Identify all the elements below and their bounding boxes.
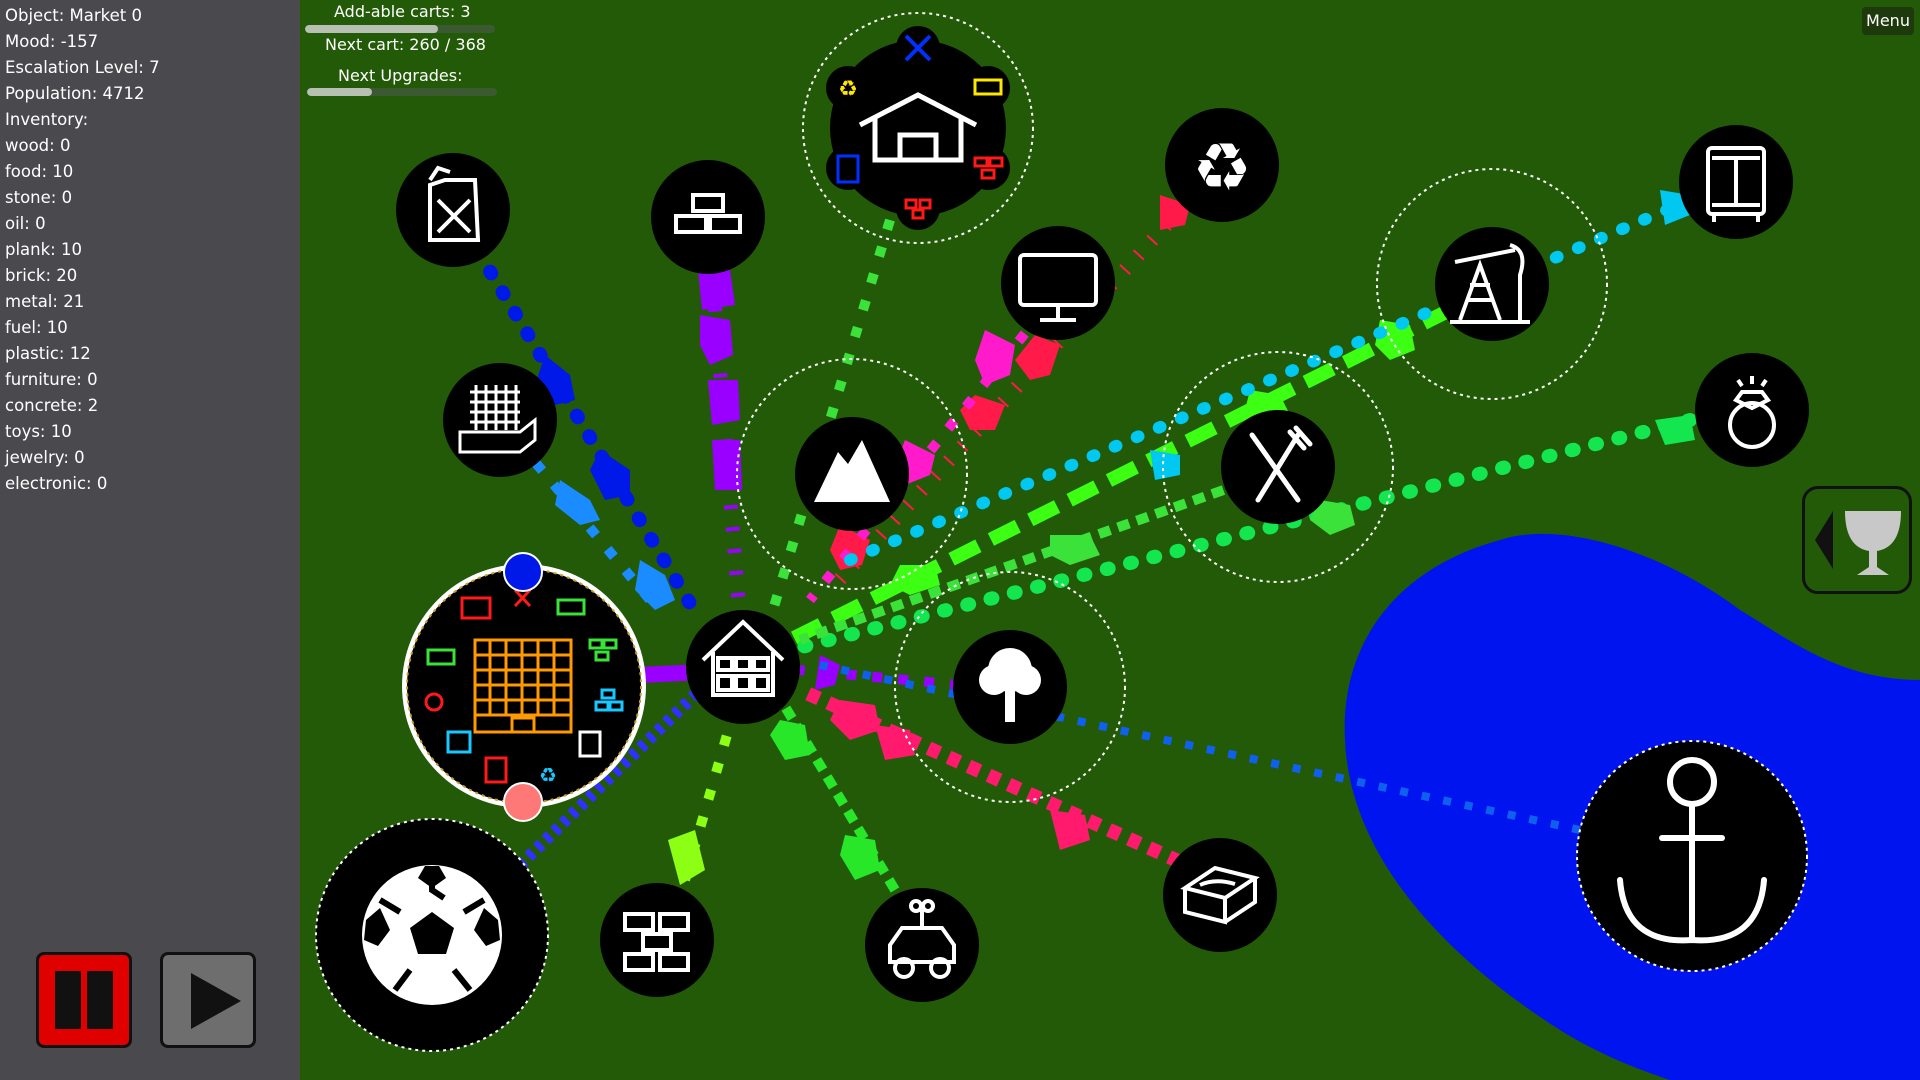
inventory-item: toys: 10 xyxy=(5,422,72,441)
next-cart-label: Next cart: 260 / 368 xyxy=(325,35,486,54)
pause-icon-bar xyxy=(87,971,113,1029)
addable-carts-bar xyxy=(305,25,495,33)
inventory-item: brick: 20 xyxy=(5,266,78,285)
population-label: Population: 4712 xyxy=(5,84,145,103)
soccer-ball-node[interactable] xyxy=(315,818,549,1052)
addable-carts-label: Add-able carts: 3 xyxy=(334,2,471,21)
anchor-node-icon xyxy=(1617,757,1767,944)
inventory-item: stone: 0 xyxy=(5,188,73,207)
inventory-item: plank: 10 xyxy=(5,240,82,259)
jerrycan-node-icon xyxy=(428,165,481,242)
market-barn-node-icon xyxy=(701,619,785,697)
monitor-node-icon xyxy=(1018,253,1098,322)
factory-node-icon xyxy=(473,638,573,734)
concrete-grid-node-icon xyxy=(458,385,537,454)
market-barn-node[interactable] xyxy=(686,610,800,724)
range-circles xyxy=(736,12,1608,803)
house-node-icon xyxy=(858,92,978,163)
play-button[interactable] xyxy=(160,952,256,1048)
ring-small-icon xyxy=(424,692,444,712)
inventory-item: concrete: 2 xyxy=(5,396,99,415)
oil-pump-node-icon xyxy=(1450,243,1530,324)
jerrycan-small-icon xyxy=(836,154,860,184)
next-upgrades-bar-fill xyxy=(307,88,372,96)
object-label: Object: Market 0 xyxy=(5,6,143,25)
pause-icon xyxy=(55,971,81,1029)
toy-car-small-icon xyxy=(426,648,456,666)
toy-car-node-icon xyxy=(888,899,956,979)
red-cart-token[interactable] xyxy=(503,782,543,822)
concrete-grid-node[interactable] xyxy=(443,363,557,477)
inventory-item: metal: 21 xyxy=(5,292,85,311)
bricks-node-icon xyxy=(623,912,690,972)
inventory-item: furniture: 0 xyxy=(5,370,98,389)
trophy-button[interactable] xyxy=(1802,486,1912,594)
jerrycan-node[interactable] xyxy=(396,153,510,267)
jerrycan-small-icon xyxy=(513,588,532,608)
inventory-item: oil: 0 xyxy=(5,214,46,233)
pause-button[interactable] xyxy=(36,952,132,1048)
jerrycan-small-icon xyxy=(578,730,602,758)
inventory-item: wood: 0 xyxy=(5,136,71,155)
next-upgrades-label: Next Upgrades: xyxy=(338,66,463,85)
bricks-small-icon xyxy=(588,638,618,662)
monitor-small-icon xyxy=(460,596,492,620)
ring-node[interactable] xyxy=(1695,353,1809,467)
inventory-item: jewelry: 0 xyxy=(5,448,85,467)
recycle-small-icon: ♻ xyxy=(838,77,858,102)
escalation-label: Escalation Level: 7 xyxy=(5,58,160,77)
plank-small-icon xyxy=(556,598,586,616)
recycle-node-icon: ♻ xyxy=(1192,129,1251,206)
plank-small-icon xyxy=(973,78,1003,96)
factory-node[interactable]: ♻ xyxy=(402,552,646,822)
concrete-small-icon xyxy=(446,730,472,754)
tree-node-icon xyxy=(979,648,1041,722)
next-upgrades-bar xyxy=(307,88,497,96)
game-map[interactable]: ♻ ♻ xyxy=(300,0,1920,1080)
bricks-small-icon xyxy=(973,156,1004,180)
soccer-ball-node-icon xyxy=(362,865,502,1005)
mountain-node[interactable] xyxy=(795,417,909,531)
toy-car-node[interactable] xyxy=(865,888,979,1002)
inventory-heading: Inventory: xyxy=(5,110,89,129)
inventory-item: electronic: 0 xyxy=(5,474,108,493)
bricks-node[interactable] xyxy=(600,883,714,997)
fork-knife-node-icon xyxy=(1249,425,1313,503)
tools-icon xyxy=(904,34,932,62)
house-node[interactable]: ♻ xyxy=(826,26,1010,230)
wardrobe-small-icon xyxy=(484,756,508,784)
metal-ingots-node[interactable] xyxy=(651,160,765,274)
bricks-small-icon xyxy=(904,198,932,220)
inventory-item: food: 10 xyxy=(5,162,74,181)
monitor-node[interactable] xyxy=(1001,226,1115,340)
tree-node[interactable] xyxy=(953,630,1067,744)
trophy-icon xyxy=(1815,511,1901,575)
trade-routes xyxy=(446,190,1697,893)
oil-pump-node[interactable] xyxy=(1435,227,1549,341)
mountain-node-icon xyxy=(814,440,890,502)
recycle-node[interactable]: ♻ xyxy=(1165,108,1279,222)
fork-knife-node[interactable] xyxy=(1221,410,1335,524)
play-icon xyxy=(191,973,241,1029)
wardrobe-node-icon xyxy=(1706,146,1766,222)
mood-label: Mood: -157 xyxy=(5,32,99,51)
inventory-item: plastic: 12 xyxy=(5,344,91,363)
stats-sidebar: Object: Market 0 Mood: -157 Escalation L… xyxy=(0,0,300,1080)
addable-carts-bar-fill xyxy=(305,25,438,33)
plank-node[interactable] xyxy=(1163,838,1277,952)
inventory-item: fuel: 10 xyxy=(5,318,68,337)
wardrobe-node[interactable] xyxy=(1679,125,1793,239)
ring-node-icon xyxy=(1728,376,1776,449)
recycle-small-icon: ♻ xyxy=(539,763,557,787)
menu-button[interactable]: Menu xyxy=(1862,7,1914,35)
anchor-node[interactable] xyxy=(1576,740,1808,972)
metal-ingots-node-icon xyxy=(674,193,742,234)
blue-cart-token[interactable] xyxy=(503,552,543,592)
metal-ingots-small-icon xyxy=(594,688,624,712)
plank-node-icon xyxy=(1180,865,1260,925)
